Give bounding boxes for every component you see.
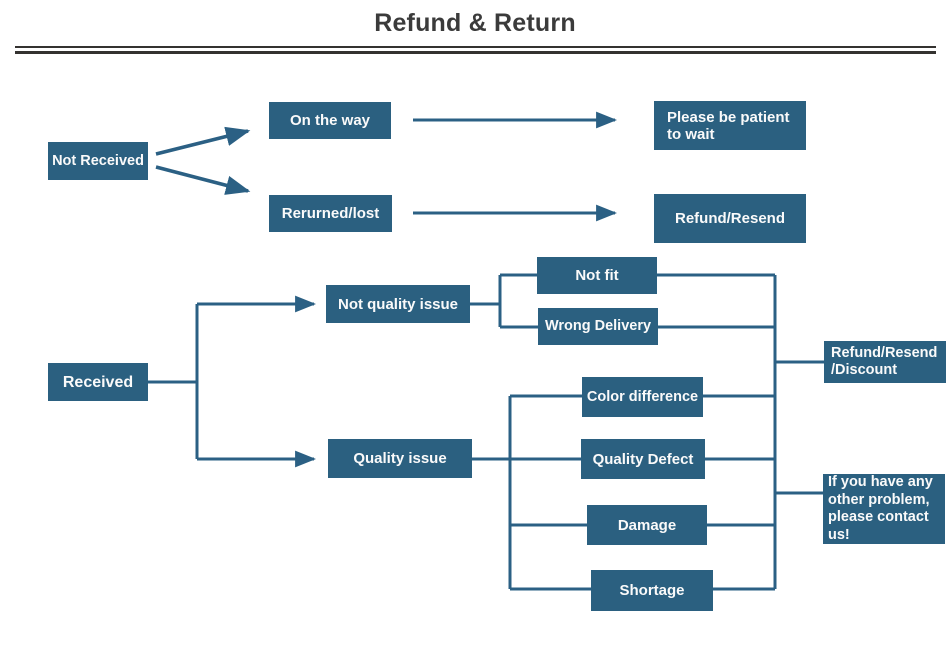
node-damage: Damage — [587, 505, 707, 545]
node-refund-resend-discount: Refund/Resend /Discount — [824, 341, 946, 383]
edge-notreceived-returnedlost — [155, 165, 251, 195]
page-title: Refund & Return — [374, 9, 576, 37]
node-quality-defect: Quality Defect — [581, 439, 705, 479]
node-not-received: Not Received — [48, 142, 148, 180]
node-quality-issue: Quality issue — [328, 439, 472, 478]
edge-notreceived-ontheway — [155, 126, 251, 156]
node-contact-us: If you have any other problem, please co… — [823, 474, 945, 544]
edge-received-stem — [148, 304, 199, 459]
node-on-the-way: On the way — [269, 102, 391, 139]
title-divider — [15, 46, 936, 54]
node-color-difference: Color difference — [582, 377, 703, 417]
node-not-quality-issue: Not quality issue — [326, 285, 470, 323]
node-received: Received — [48, 363, 148, 401]
node-refund-resend: Refund/Resend — [654, 194, 806, 243]
node-returned-lost: Rerurned/lost — [269, 195, 392, 232]
node-shortage: Shortage — [591, 570, 713, 611]
edge-qualityissue-bracket — [508, 394, 591, 591]
node-please-be-patient: Please be patient to wait — [654, 101, 806, 150]
node-not-fit: Not fit — [537, 257, 657, 294]
node-wrong-delivery: Wrong Delivery — [538, 308, 658, 345]
edge-notqualityissue-bracket — [470, 273, 538, 329]
